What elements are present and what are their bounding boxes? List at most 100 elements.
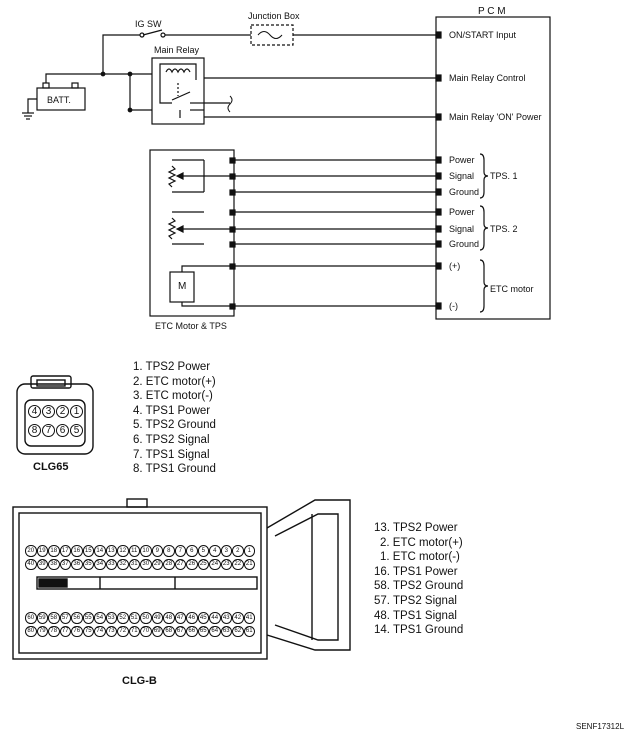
- connector-pin: 29: [151, 558, 163, 570]
- connector-pin: 78: [48, 625, 60, 637]
- connector-pin: 65: [197, 625, 209, 637]
- clg65-legend-item: 5. TPS2 Ground: [133, 419, 216, 432]
- connector-pin: 19: [36, 545, 48, 557]
- connector-pin: 23: [220, 558, 232, 570]
- connector-pin: 38: [48, 558, 60, 570]
- pcm-pin-main-relay-control: Main Relay Control: [449, 73, 526, 83]
- connector-pin: 36: [71, 558, 83, 570]
- connector-pin: 14: [94, 545, 106, 557]
- connector-pin: 70: [140, 625, 152, 637]
- connector-pin: 33: [105, 558, 117, 570]
- connector-pin: 80: [25, 625, 37, 637]
- clg65-legend-item: 6. TPS2 Signal: [133, 433, 210, 446]
- connector-pin: 66: [186, 625, 198, 637]
- group-etc-motor-label: ETC motor: [490, 284, 534, 294]
- connector-pin: 51: [128, 612, 140, 624]
- connector-pin: 20: [25, 545, 37, 557]
- main-relay-box: [151, 57, 205, 125]
- connector-pin: 6: [186, 545, 198, 557]
- connector-pin: 67: [174, 625, 186, 637]
- connector-pin: 8: [163, 545, 175, 557]
- connector-pin: 30: [140, 558, 152, 570]
- clgb-legend-item: 58. TPS2 Ground: [374, 580, 464, 593]
- connector-pin: 62: [232, 625, 244, 637]
- main-relay-label: Main Relay: [154, 45, 200, 55]
- connector-pin: 2: [232, 545, 244, 557]
- clgb-legend: 13. TPS2 Power 2. ETC motor(+) 1. ETC mo…: [374, 521, 466, 638]
- connector-pin: 26: [186, 558, 198, 570]
- clg65-legend: 1. TPS2 Power 2. ETC motor(+) 3. ETC mot…: [133, 360, 216, 477]
- clg65-legend-item: 4. TPS1 Power: [133, 404, 211, 417]
- connector-pin: 5: [70, 424, 83, 437]
- connector-pin: 40: [25, 558, 37, 570]
- clgb-legend-item: 13. TPS2 Power: [374, 522, 458, 534]
- pcm-pin-tps2-ground: Ground: [449, 239, 480, 249]
- connector-pin: 4: [209, 545, 221, 557]
- connector-pin: 37: [59, 558, 71, 570]
- connector-pin: 4: [28, 405, 41, 418]
- connector-pin: 12: [117, 545, 129, 557]
- clgb-legend-item: 57. TPS2 Signal: [374, 594, 457, 607]
- connector-pin: 60: [25, 612, 37, 624]
- connector-pin: 76: [71, 625, 83, 637]
- pcm-pin-tps1-signal: Signal: [449, 171, 475, 181]
- clg65-legend-item: 8. TPS1 Ground: [133, 463, 216, 476]
- connector-pin: 31: [128, 558, 140, 570]
- clg65-legend-item: 2. ETC motor(+): [133, 375, 216, 388]
- connector-pin: 47: [174, 612, 186, 624]
- connector-pin: 1: [70, 405, 83, 418]
- junction-box-label: Junction Box: [248, 11, 300, 21]
- battery-label: BATT.: [47, 95, 71, 105]
- connector-pin: 18: [48, 545, 60, 557]
- clgb-legend-item: 16. TPS1 Power: [374, 565, 458, 578]
- connector-pin: 45: [197, 612, 209, 624]
- clg65-legend-item: 7. TPS1 Signal: [133, 448, 210, 461]
- pcm-pin-tps1-power: Power: [449, 155, 475, 165]
- connector-pin: 68: [163, 625, 175, 637]
- junction-box-outline: [250, 24, 294, 46]
- connector-pin: 15: [82, 545, 94, 557]
- pcm-pin-etc-minus: (-): [449, 301, 458, 311]
- connector-pin: 72: [117, 625, 129, 637]
- connector-pin: 3: [42, 405, 55, 418]
- connector-pin: 61: [243, 625, 255, 637]
- connector-pin: 39: [36, 558, 48, 570]
- clgb-legend-item: 2. ETC motor(+): [380, 536, 463, 549]
- connector-pin: 59: [36, 612, 48, 624]
- connector-pin: 43: [220, 612, 232, 624]
- connector-pin: 69: [151, 625, 163, 637]
- connector-pin: 52: [117, 612, 129, 624]
- connector-pin: 25: [197, 558, 209, 570]
- connector-pin: 56: [71, 612, 83, 624]
- connector-pin: 49: [151, 612, 163, 624]
- connector-pin: 32: [117, 558, 129, 570]
- connector-pin: 22: [232, 558, 244, 570]
- connector-pin: 46: [186, 612, 198, 624]
- connector-pin: 5: [197, 545, 209, 557]
- connector-pin: 28: [163, 558, 175, 570]
- pcm-box: [435, 16, 551, 320]
- connector-pin: 6: [56, 424, 69, 437]
- connector-pin: 41: [243, 612, 255, 624]
- connector-pin: 8: [28, 424, 41, 437]
- figure-code: SENF17312L: [576, 722, 625, 731]
- connector-pin: 17: [59, 545, 71, 557]
- connector-pin: 79: [36, 625, 48, 637]
- connector-pin: 71: [128, 625, 140, 637]
- pcm-title: P C M: [478, 6, 506, 17]
- etc-tps-label: ETC Motor & TPS: [155, 321, 227, 331]
- group-tps2-label: TPS. 2: [490, 224, 518, 234]
- etc-tps-box: [149, 149, 235, 317]
- connector-pin: 63: [220, 625, 232, 637]
- connector-pin: 42: [232, 612, 244, 624]
- connector-pin: 7: [174, 545, 186, 557]
- pcm-pin-etc-plus: (+): [449, 261, 461, 271]
- connector-pin: 73: [105, 625, 117, 637]
- connector-pin: 1: [243, 545, 255, 557]
- clg65-title: CLG65: [33, 461, 69, 473]
- clg65-legend-item: 3. ETC motor(-): [133, 390, 213, 403]
- clgb-legend-item: 48. TPS1 Signal: [374, 609, 457, 622]
- connector-pin: 58: [48, 612, 60, 624]
